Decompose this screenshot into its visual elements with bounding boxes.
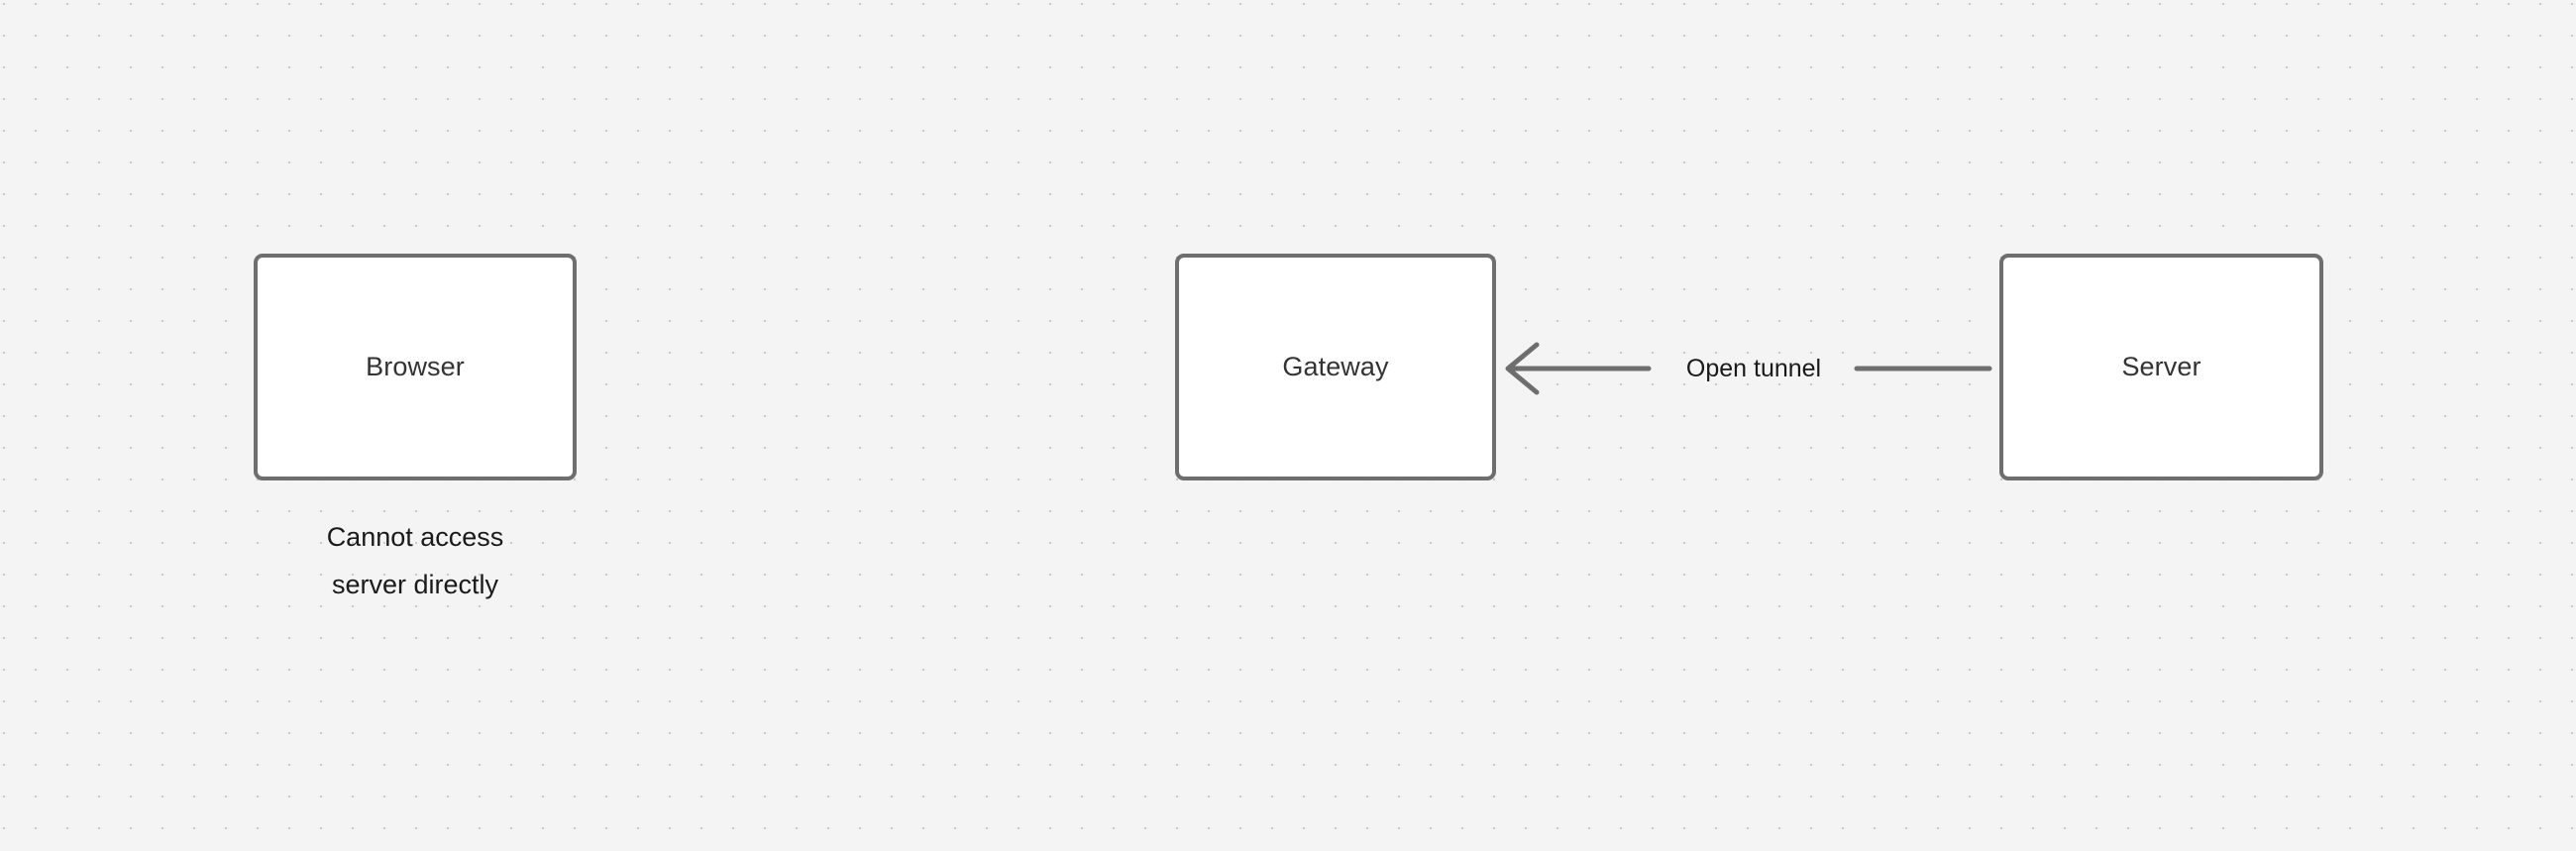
node-gateway[interactable]: Gateway — [1175, 254, 1496, 480]
node-browser-label: Browser — [366, 352, 465, 381]
node-server-label: Server — [2121, 352, 2201, 381]
node-browser[interactable]: Browser — [254, 254, 577, 480]
node-server[interactable]: Server — [1999, 254, 2323, 480]
arrowhead-left-icon — [1505, 342, 1540, 395]
browser-caption-line-1: Cannot access — [326, 522, 504, 552]
node-gateway-label: Gateway — [1282, 352, 1389, 381]
edge-label-open-tunnel: Open tunnel — [1685, 355, 1822, 382]
browser-caption-line-2: server directly — [331, 570, 499, 599]
browser-caption: Cannot access server directly — [254, 513, 577, 608]
